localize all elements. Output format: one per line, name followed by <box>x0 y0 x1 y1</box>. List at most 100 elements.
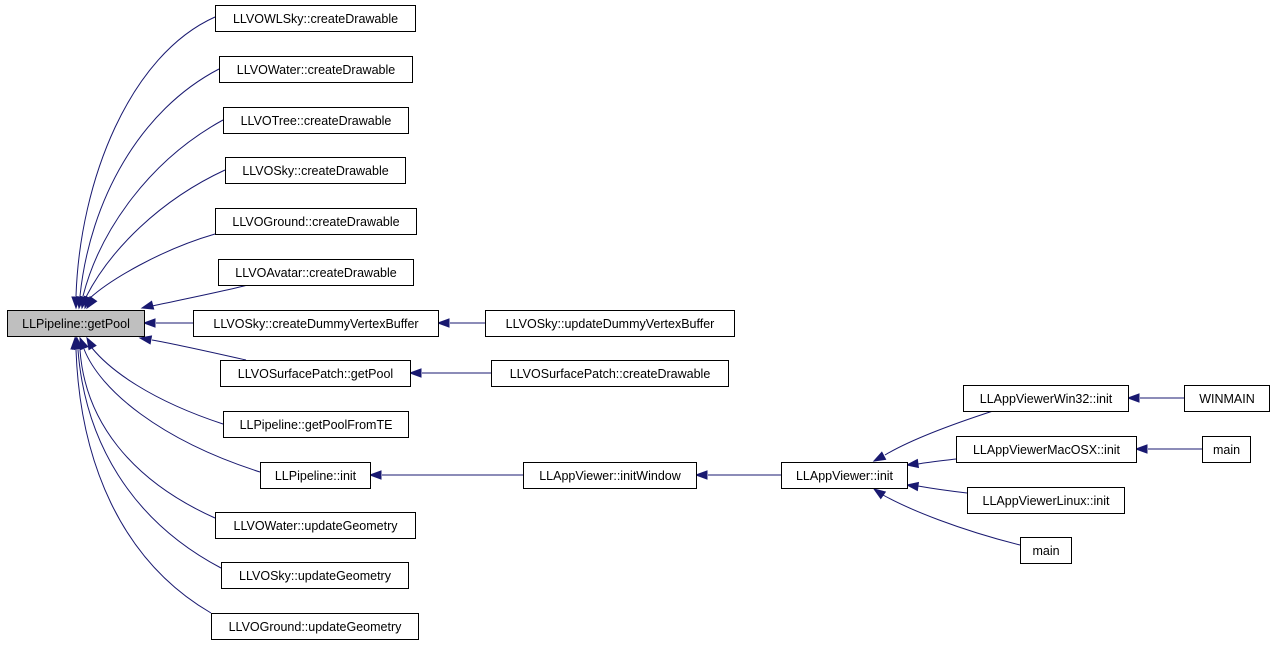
node-box[interactable] <box>781 462 908 489</box>
node-box[interactable] <box>220 360 411 387</box>
node-box[interactable] <box>956 436 1137 463</box>
arrowhead-icon <box>140 300 155 310</box>
node-label: LLVOSky::updateGeometry <box>239 569 392 583</box>
nodes-layer: LLPipeline::getPool LLVOWLSky::createDraw… <box>7 5 1270 640</box>
node-sky_cd[interactable]: LLVOSky::createDrawable <box>225 157 406 184</box>
edge-tree_cd-to-getPool <box>79 119 224 310</box>
node-app_init[interactable]: LLAppViewer::init <box>781 462 908 489</box>
edge-app_iw-to-pipe_init <box>368 470 523 480</box>
node-box[interactable] <box>193 310 439 337</box>
edge-line <box>83 348 261 473</box>
node-getPool[interactable]: LLPipeline::getPool <box>7 310 145 337</box>
arrowhead-icon <box>368 470 382 480</box>
node-label: LLVOSky::updateDummyVertexBuffer <box>506 317 715 331</box>
node-water_cd[interactable]: LLVOWater::createDrawable <box>219 56 413 83</box>
node-pipe_init[interactable]: LLPipeline::init <box>260 462 371 489</box>
edge-linux_init-to-app_init <box>905 481 968 494</box>
edge-line <box>882 494 1021 546</box>
node-label: LLAppViewerLinux::init <box>983 494 1110 508</box>
node-box[interactable] <box>1202 436 1251 463</box>
arrowhead-icon <box>138 335 153 345</box>
node-box[interactable] <box>215 208 417 235</box>
node-linux_init[interactable]: LLAppViewerLinux::init <box>967 487 1125 514</box>
edge-app_init-to-app_iw <box>694 470 781 480</box>
node-box[interactable] <box>218 259 414 286</box>
node-box[interactable] <box>215 512 416 539</box>
node-winmain[interactable]: WINMAIN <box>1184 385 1270 412</box>
node-box[interactable] <box>211 613 419 640</box>
node-owlsky_cd[interactable]: LLVOWLSky::createDrawable <box>215 5 416 32</box>
node-box[interactable] <box>523 462 697 489</box>
node-box[interactable] <box>221 562 409 589</box>
node-box[interactable] <box>219 56 413 83</box>
node-box[interactable] <box>485 310 735 337</box>
node-label: WINMAIN <box>1199 392 1255 406</box>
edge-surf_cd-to-surf_gp <box>408 368 491 378</box>
edge-line <box>75 16 216 297</box>
node-label: LLVOGround::createDrawable <box>232 215 399 229</box>
node-box[interactable] <box>963 385 1129 412</box>
edge-line <box>77 349 222 569</box>
node-box[interactable] <box>1020 537 1072 564</box>
edge-sky_cdvb-to-getPool <box>142 318 193 328</box>
edge-ground_ug-to-getPool <box>70 336 212 614</box>
edge-winmain-to-win32_init <box>1126 393 1184 403</box>
node-tree_cd[interactable]: LLVOTree::createDrawable <box>223 107 409 134</box>
arrowhead-icon <box>1134 444 1148 454</box>
node-label: LLAppViewer::init <box>796 469 894 483</box>
edge-win32_init-to-app_init <box>872 410 994 462</box>
node-label: LLVOWLSky::createDrawable <box>233 12 398 26</box>
edge-mac_init-to-app_init <box>905 458 957 469</box>
edge-line <box>79 68 220 297</box>
node-label: LLVOTree::createDrawable <box>241 114 392 128</box>
arrowhead-icon <box>408 368 422 378</box>
node-label: LLVOGround::updateGeometry <box>229 620 403 634</box>
arrowhead-icon <box>694 470 708 480</box>
node-sky_udvb[interactable]: LLVOSky::updateDummyVertexBuffer <box>485 310 735 337</box>
node-sky_cdvb[interactable]: LLVOSky::createDummyVertexBuffer <box>193 310 439 337</box>
node-ground_cd[interactable]: LLVOGround::createDrawable <box>215 208 417 235</box>
node-avatar_cd[interactable]: LLVOAvatar::createDrawable <box>218 259 414 286</box>
node-label: main <box>1213 443 1240 457</box>
node-box[interactable] <box>967 487 1125 514</box>
node-box[interactable] <box>1184 385 1270 412</box>
node-label: LLPipeline::getPoolFromTE <box>240 418 393 432</box>
node-label: LLVOSky::createDummyVertexBuffer <box>213 317 418 331</box>
node-box[interactable] <box>223 411 409 438</box>
arrowhead-icon <box>142 318 156 328</box>
node-label: LLVOSurfacePatch::createDrawable <box>510 367 711 381</box>
node-surf_gp[interactable]: LLVOSurfacePatch::getPool <box>220 360 411 387</box>
edge-line <box>151 339 247 361</box>
node-main_mac[interactable]: main <box>1202 436 1251 463</box>
node-label: LLVOAvatar::createDrawable <box>235 266 396 280</box>
node-box[interactable] <box>223 107 409 134</box>
node-label: main <box>1032 544 1059 558</box>
edge-line <box>151 284 249 307</box>
node-win32_init[interactable]: LLAppViewerWin32::init <box>963 385 1129 412</box>
node-pipe_gpte[interactable]: LLPipeline::getPoolFromTE <box>223 411 409 438</box>
node-sky_ug[interactable]: LLVOSky::updateGeometry <box>221 562 409 589</box>
node-main_direct[interactable]: main <box>1020 537 1072 564</box>
arrowhead-icon <box>905 481 920 492</box>
node-label: LLPipeline::init <box>275 469 357 483</box>
edge-line <box>91 347 224 425</box>
node-surf_cd[interactable]: LLVOSurfacePatch::createDrawable <box>491 360 729 387</box>
node-box[interactable] <box>491 360 729 387</box>
node-label: LLAppViewer::initWindow <box>539 469 681 483</box>
node-box[interactable] <box>225 157 406 184</box>
edge-pipe_gpte-to-getPool <box>86 336 224 425</box>
node-box[interactable] <box>260 462 371 489</box>
edge-line <box>79 349 216 519</box>
node-mac_init[interactable]: LLAppViewerMacOSX::init <box>956 436 1137 463</box>
arrowhead-icon <box>436 318 450 328</box>
edge-sky_udvb-to-sky_cdvb <box>436 318 485 328</box>
node-box[interactable] <box>7 310 145 337</box>
node-label: LLVOWater::createDrawable <box>237 63 395 77</box>
node-ground_ug[interactable]: LLVOGround::updateGeometry <box>211 613 419 640</box>
edge-main_direct-to-app_init <box>872 488 1021 546</box>
node-water_ug[interactable]: LLVOWater::updateGeometry <box>215 512 416 539</box>
node-box[interactable] <box>215 5 416 32</box>
edge-line <box>82 119 224 297</box>
arrowhead-icon <box>872 488 887 500</box>
node-app_iw[interactable]: LLAppViewer::initWindow <box>523 462 697 489</box>
